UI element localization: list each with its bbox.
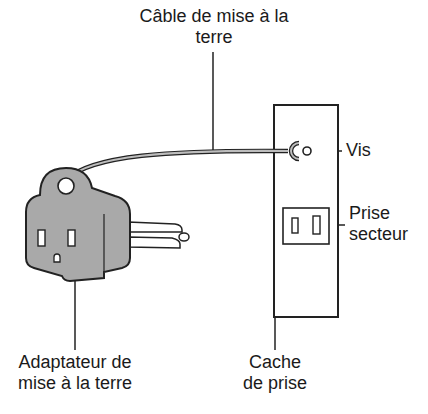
adapter-ground-hole <box>54 254 60 262</box>
screw-label: Vis <box>346 140 406 161</box>
socket <box>283 208 329 244</box>
ground-cable <box>66 151 288 180</box>
socket-label: Prise secteur <box>349 203 421 245</box>
adapter-prong <box>128 222 182 232</box>
adapter-slot <box>38 230 45 246</box>
cover-label: Cache de prise <box>238 352 312 394</box>
socket-slot <box>313 216 320 234</box>
grounding-adapter <box>26 168 130 281</box>
adapter-tab-hole <box>58 178 74 194</box>
screw <box>303 147 311 155</box>
cable-label: Câble de mise à la terre <box>133 6 295 48</box>
adapter-slot <box>68 230 75 246</box>
adapter-prong <box>128 237 180 248</box>
adapter-label: Adaptateur de mise à la terre <box>8 352 142 394</box>
socket-slot <box>292 218 298 233</box>
leader-line <box>212 52 214 152</box>
outlet-cover <box>274 105 338 317</box>
ground-pin <box>179 233 189 241</box>
ring-terminal <box>291 143 299 159</box>
